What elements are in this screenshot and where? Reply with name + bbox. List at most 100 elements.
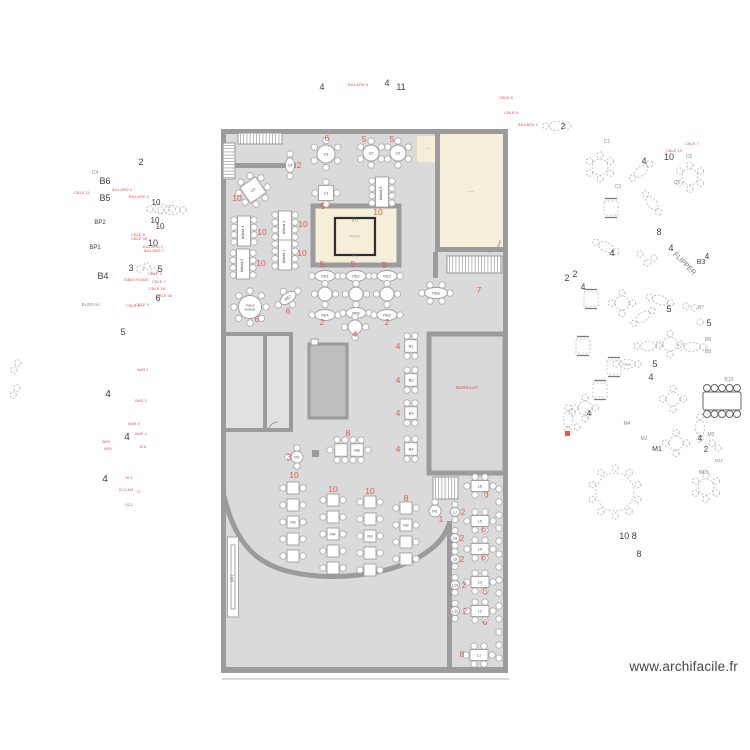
table-r7_4[interactable]	[340, 312, 370, 342]
table-l5[interactable]: L5	[463, 508, 497, 534]
table-chairO[interactable]	[326, 446, 334, 454]
ghost-furniture[interactable]	[588, 464, 642, 520]
ghost-furniture[interactable]	[570, 393, 600, 423]
table-r7_4[interactable]	[310, 279, 340, 309]
ghost-furniture[interactable]	[13, 384, 21, 392]
table-b1[interactable]: B1	[403, 332, 419, 360]
ghost-furniture[interactable]	[682, 302, 690, 310]
ghost-furniture[interactable]	[603, 197, 619, 219]
table-mSq[interactable]	[319, 561, 347, 575]
table-c2[interactable]: C2	[383, 137, 413, 169]
ghost-furniture[interactable]	[542, 121, 572, 131]
ghost-furniture[interactable]	[146, 204, 176, 214]
table-c2[interactable]: C2	[356, 137, 386, 169]
table-mSq[interactable]	[279, 549, 307, 563]
table-m1[interactable]: M1	[428, 498, 442, 518]
ghost-furniture[interactable]	[14, 359, 22, 367]
ghost-furniture[interactable]	[675, 161, 705, 193]
table-pe4[interactable]: PE4	[308, 309, 342, 321]
ghost-furniture[interactable]	[643, 259, 651, 267]
table-mSq[interactable]	[356, 546, 384, 560]
table-mSq[interactable]	[319, 544, 347, 558]
ghost-furniture[interactable]	[655, 329, 685, 359]
ghost-furniture[interactable]	[650, 254, 658, 262]
ghost-furniture[interactable]	[695, 413, 705, 443]
table-m7[interactable]: M7	[284, 444, 304, 470]
table-(at)[interactable]: (AT)	[227, 536, 239, 618]
table-pe2[interactable]: PE2	[339, 270, 373, 282]
table-l9[interactable]: L9	[450, 547, 460, 571]
table-pe8[interactable]: PE8	[418, 281, 454, 305]
ghost-furniture[interactable]	[585, 151, 615, 183]
table-l8[interactable]: L8	[450, 526, 460, 550]
table-billard-3[interactable]: billard 3	[230, 215, 258, 247]
table-mSq[interactable]	[279, 481, 307, 495]
table-pe1[interactable]: PE1	[308, 270, 342, 282]
table-mSq[interactable]	[319, 493, 347, 507]
ghost-furniture[interactable]	[612, 359, 642, 369]
ghost-furniture[interactable]	[568, 408, 576, 416]
ghost-furniture[interactable]	[157, 205, 187, 215]
table-mSq[interactable]	[356, 495, 384, 509]
table-l6[interactable]: L6	[463, 473, 497, 499]
ghost-furniture[interactable]	[690, 304, 698, 312]
table-mSq[interactable]	[392, 501, 420, 515]
table-l10[interactable]: L10	[450, 573, 460, 597]
table-mSq[interactable]	[279, 498, 307, 512]
ghost-furniture[interactable]	[636, 250, 644, 258]
table-billard-8[interactable]: billard 8	[368, 176, 396, 208]
table-chairO[interactable]	[364, 446, 372, 454]
ghost-furniture[interactable]	[575, 335, 591, 357]
ghost-furniture[interactable]	[150, 267, 158, 275]
table-pe7[interactable]: PE7	[269, 280, 307, 316]
ghost-furniture[interactable]	[714, 444, 722, 452]
table-mSq[interactable]	[356, 512, 384, 526]
ghost-furniture[interactable]	[573, 423, 581, 431]
table-c1[interactable]: C1	[311, 178, 341, 208]
table-r7_4[interactable]	[372, 279, 402, 309]
table-l7[interactable]: L7	[450, 500, 460, 524]
table-billard-2[interactable]: billard 2	[229, 248, 257, 280]
ghost-furniture[interactable]	[661, 428, 691, 458]
ghost-furniture[interactable]	[591, 237, 621, 257]
ghost-furniture[interactable]	[658, 384, 688, 414]
ghost-furniture[interactable]	[627, 158, 655, 183]
table-l1[interactable]: L1	[462, 642, 496, 668]
table-m4[interactable]: M4	[319, 527, 347, 541]
ghost-furniture[interactable]	[606, 356, 622, 378]
table-pe6[interactable]: PE6	[370, 309, 404, 321]
ghost-furniture[interactable]	[691, 471, 721, 503]
billiard-table[interactable]	[333, 216, 377, 257]
ghost-furniture[interactable]	[633, 341, 663, 351]
table-billard-4[interactable]: billard 4	[271, 210, 299, 242]
table-b2[interactable]: B2	[403, 366, 419, 394]
ghost-furniture[interactable]	[696, 318, 704, 326]
ghost-furniture[interactable]	[10, 366, 18, 374]
ghost-furniture[interactable]	[9, 391, 17, 399]
table-l2[interactable]: L2	[463, 598, 497, 624]
ghost-furniture[interactable]	[143, 262, 151, 270]
ghost-furniture[interactable]	[136, 265, 144, 273]
table-mSq[interactable]	[392, 552, 420, 566]
table-m5[interactable]: M5	[279, 515, 307, 529]
table-mSq[interactable]	[392, 535, 420, 549]
table-m8[interactable]: M8	[349, 436, 365, 464]
table-l11[interactable]: L11	[450, 599, 460, 623]
table-mSq[interactable]	[279, 532, 307, 546]
ghost-furniture[interactable]	[607, 288, 637, 318]
ghost-furniture[interactable]	[677, 342, 707, 352]
table-b4[interactable]: B4	[403, 435, 419, 463]
table-l3[interactable]: L3	[463, 569, 497, 595]
table-r7_4[interactable]	[341, 279, 371, 309]
ghost-furniture[interactable]	[584, 410, 592, 418]
table-b3[interactable]: B3	[403, 399, 419, 427]
ghost-furniture[interactable]	[708, 439, 716, 447]
ghost-furniture[interactable]	[563, 404, 573, 434]
table-b10[interactable]	[702, 384, 742, 418]
ghost-furniture[interactable]	[629, 305, 657, 329]
table-bT[interactable]	[333, 436, 349, 464]
ghost-furniture[interactable]	[592, 379, 608, 401]
table-c4[interactable]: C4	[285, 150, 295, 180]
table-c5[interactable]: C5	[230, 167, 276, 213]
